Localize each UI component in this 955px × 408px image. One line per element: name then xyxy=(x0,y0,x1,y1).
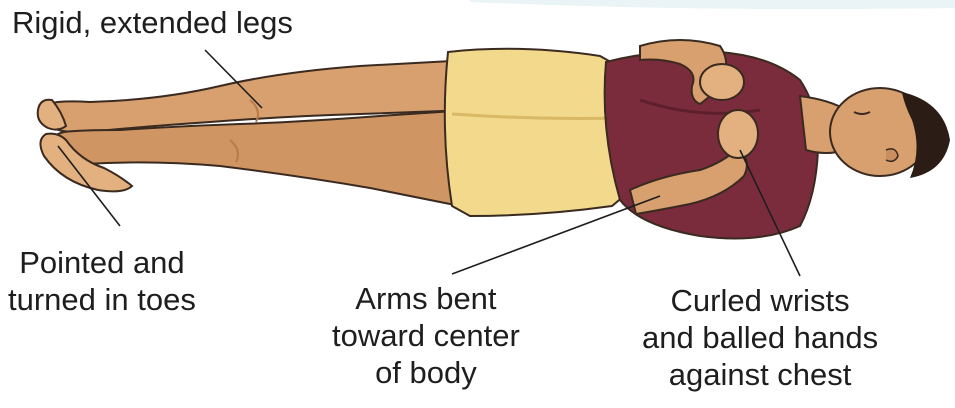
upper-balled-hand xyxy=(700,64,744,100)
lower-balled-hand xyxy=(718,110,758,158)
label-line: Pointed and xyxy=(8,244,196,281)
label-line: and balled hands xyxy=(642,319,878,356)
label-line: of body xyxy=(332,354,520,391)
ear xyxy=(886,149,898,161)
label-rigid-extended-legs: Rigid, extended legs xyxy=(12,4,293,41)
label-line: turned in toes xyxy=(8,281,196,318)
corner-banner xyxy=(470,0,955,9)
label-curled-wrists: Curled wrists and balled hands against c… xyxy=(642,282,878,393)
label-pointed-toes: Pointed and turned in toes xyxy=(8,244,196,318)
label-line: Rigid, extended legs xyxy=(12,4,293,41)
label-line: against chest xyxy=(642,356,878,393)
label-line: Curled wrists xyxy=(642,282,878,319)
label-line: Arms bent xyxy=(332,280,520,317)
label-line: toward center xyxy=(332,317,520,354)
shorts xyxy=(445,49,627,216)
label-arms-bent: Arms bent toward center of body xyxy=(332,280,520,391)
